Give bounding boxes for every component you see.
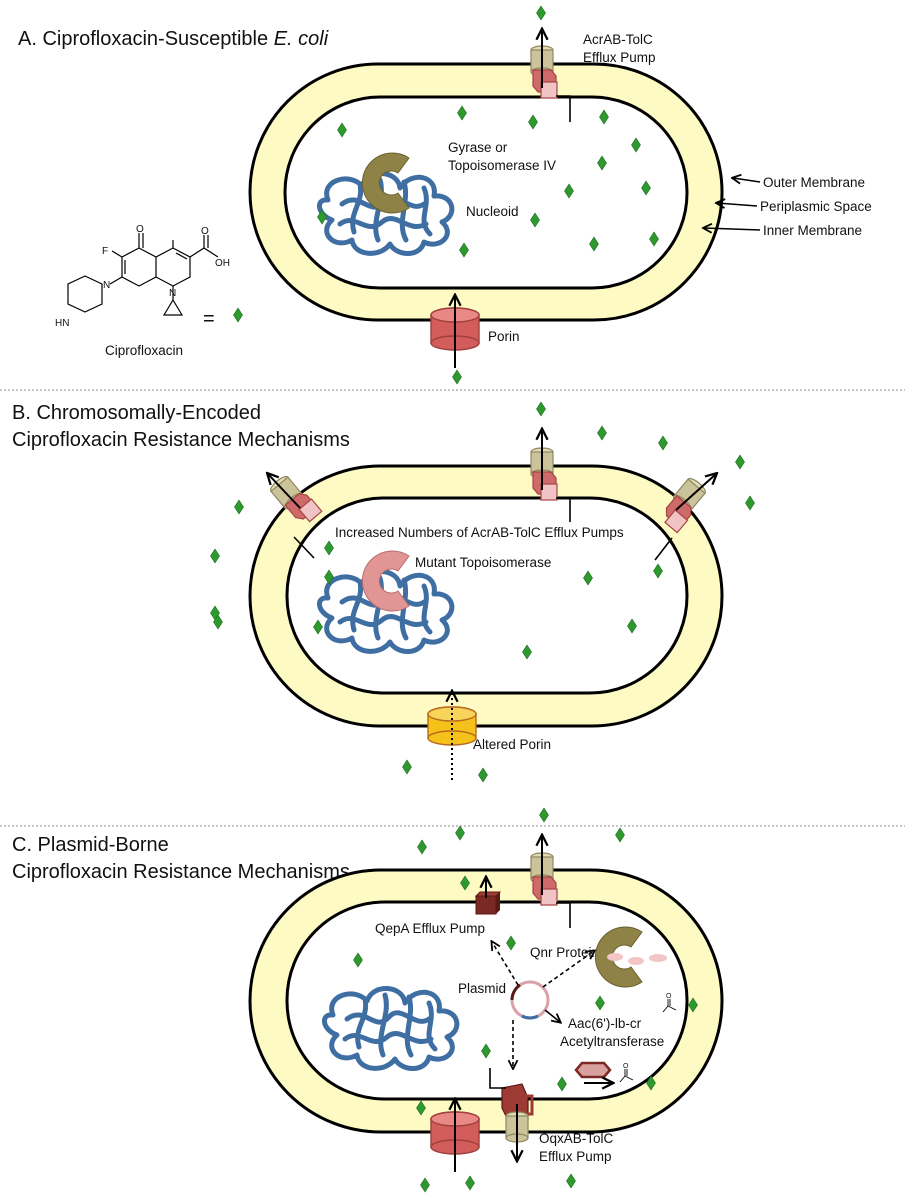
mutant-topoisomerase-label: Mutant Topoisomerase xyxy=(415,555,551,570)
acetyl-o-1: O xyxy=(666,993,672,1000)
qepa-pump-icon xyxy=(474,891,502,915)
aac-enzyme-icon xyxy=(574,1061,612,1079)
inner-membrane-label: Inner Membrane xyxy=(763,223,862,238)
plasmid-label: Plasmid xyxy=(458,981,506,996)
qnr-label: Qnr Protein xyxy=(530,945,599,960)
equals-sign: = xyxy=(203,308,215,330)
ciprofloxacin-label: Ciprofloxacin xyxy=(105,343,183,358)
qepa-label: QepA Efflux Pump xyxy=(375,921,485,936)
drug-diamond-legend xyxy=(233,307,243,323)
topoisomerase-label: Topoisomerase IV xyxy=(448,158,556,173)
panel-c-title-line2: Ciprofloxacin Resistance Mechanisms xyxy=(12,861,350,883)
atom-o: O xyxy=(136,224,144,235)
mutant-topoisomerase-icon xyxy=(361,550,410,612)
atom-o-2: O xyxy=(201,226,209,237)
oqxab-efflux-label: Efflux Pump xyxy=(539,1149,612,1164)
panel-c: C. Plasmid-Borne Ciprofloxacin Resistanc… xyxy=(12,807,724,1193)
atom-f: F xyxy=(102,246,108,257)
oqxab-label: OqxAB-TolC xyxy=(539,1131,614,1146)
panel-c-title-line1: C. Plasmid-Borne xyxy=(12,834,169,856)
inner-membrane xyxy=(283,95,689,290)
atom-oh: OH xyxy=(215,258,230,269)
nucleoid-label: Nucleoid xyxy=(466,204,519,219)
panel-b-title-line2: Ciprofloxacin Resistance Mechanisms xyxy=(12,429,350,451)
panel-b-title-line1: B. Chromosomally-Encoded xyxy=(12,402,261,424)
acetyltransferase-label: Acetyltransferase xyxy=(560,1034,664,1049)
panel-a-title: A. Ciprofloxacin-Susceptible E. coli xyxy=(18,28,329,50)
atom-hn: HN xyxy=(55,318,69,329)
gyrase-label: Gyrase or xyxy=(448,140,508,155)
panel-b: B. Chromosomally-Encoded Ciprofloxacin R… xyxy=(12,401,755,783)
acrab-label: AcrAB-TolC xyxy=(583,32,653,47)
plasmid-icon xyxy=(510,980,550,1020)
gyrase-icon xyxy=(361,152,410,214)
porin-label: Porin xyxy=(488,329,520,344)
panel-a: A. Ciprofloxacin-Susceptible E. coli Gyr… xyxy=(18,5,872,385)
periplasmic-space-label: Periplasmic Space xyxy=(760,199,872,214)
ciprofloxacin-structure xyxy=(67,233,219,316)
altered-porin-label: Altered Porin xyxy=(473,737,551,752)
increased-pumps-label: Increased Numbers of AcrAB-TolC Efflux P… xyxy=(335,525,624,540)
acetyl-group-icon xyxy=(619,999,677,1083)
atom-n-1: N xyxy=(103,280,110,291)
acrab-efflux-label: Efflux Pump xyxy=(583,50,656,65)
outer-membrane-label: Outer Membrane xyxy=(763,175,865,190)
qnr-gyrase-icon xyxy=(594,926,667,988)
atom-n-2: N xyxy=(169,288,176,299)
acetyl-o-2: O xyxy=(623,1063,629,1070)
aac-label: Aac(6')-lb-cr xyxy=(568,1016,642,1031)
